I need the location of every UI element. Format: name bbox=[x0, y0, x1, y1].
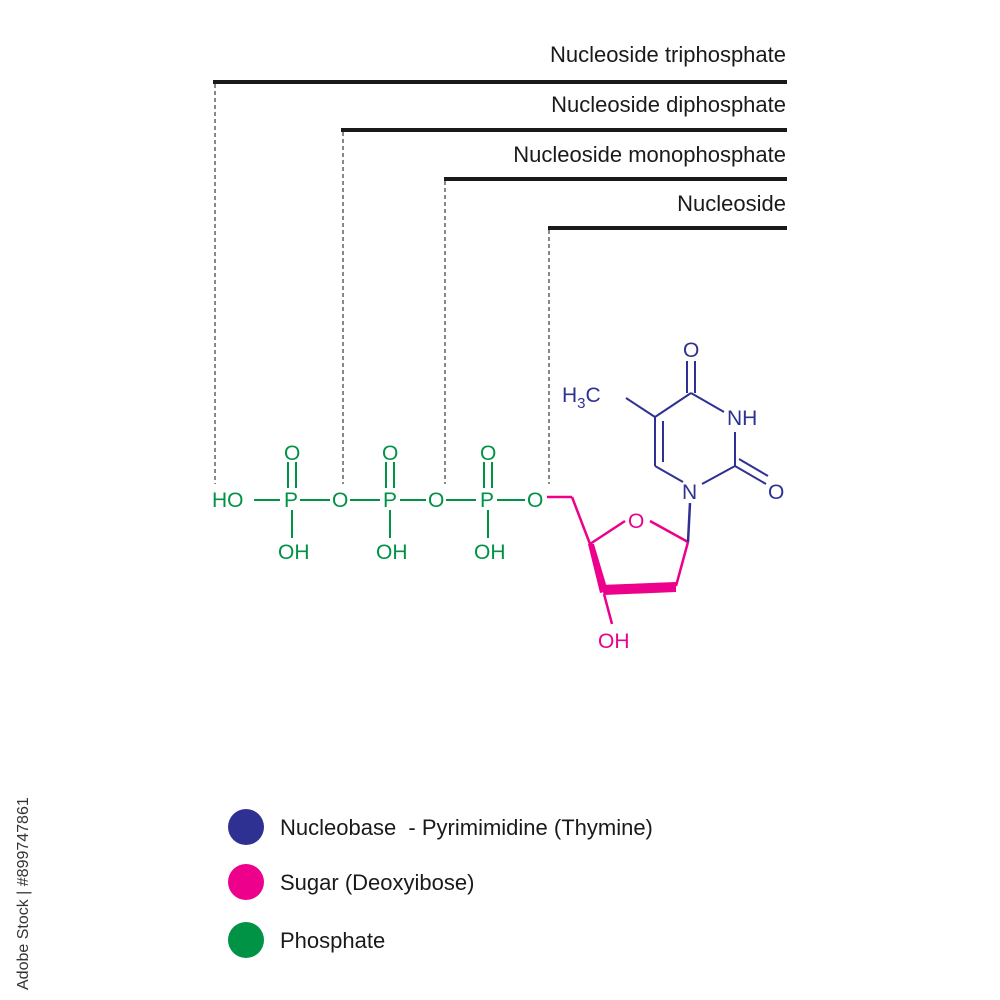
label-nucleoside-triphosphate: Nucleoside triphosphate bbox=[550, 42, 786, 67]
legend-swatch-sugar bbox=[228, 864, 264, 900]
phosphate-o-link2: O bbox=[428, 489, 444, 512]
base-nh: NH bbox=[727, 407, 757, 430]
phosphate-o-top3: O bbox=[480, 442, 496, 465]
label-nucleoside-monophosphate: Nucleoside monophosphate bbox=[513, 142, 786, 167]
nucleobase-group: N O NH O H3C bbox=[562, 339, 784, 543]
phosphate-oh3: OH bbox=[474, 541, 506, 564]
legend-label-sugar: Sugar (Deoxyibose) bbox=[280, 870, 474, 895]
methyl-c: C bbox=[586, 384, 601, 407]
legend-swatch-phosphate bbox=[228, 922, 264, 958]
sugar-bold-bond-bottom bbox=[600, 582, 676, 595]
base-methyl: H3C bbox=[562, 384, 601, 412]
phosphate-o-top2: O bbox=[382, 442, 398, 465]
phosphate-ho: HO bbox=[212, 489, 244, 512]
phosphate-o-link3: O bbox=[527, 489, 543, 512]
label-nucleoside-diphosphate: Nucleoside diphosphate bbox=[551, 92, 786, 117]
methyl-h: H bbox=[562, 384, 577, 407]
phosphate-oh1: OH bbox=[278, 541, 310, 564]
sugar-group: O OH bbox=[547, 495, 690, 653]
methyl-subscript: 3 bbox=[577, 395, 585, 412]
legend-swatch-nucleobase bbox=[228, 809, 264, 845]
phosphate-p2: P bbox=[383, 489, 397, 512]
base-n: N bbox=[682, 481, 697, 504]
phosphate-oh2: OH bbox=[376, 541, 408, 564]
sugar-oh: OH bbox=[598, 630, 630, 653]
base-o-top: O bbox=[683, 339, 699, 362]
sugar-ring-o: O bbox=[628, 510, 644, 533]
legend-label-nucleobase: Nucleobase - Pyrimimidine (Thymine) bbox=[280, 815, 653, 840]
phosphate-o-top1: O bbox=[284, 442, 300, 465]
label-nucleoside: Nucleoside bbox=[677, 191, 786, 216]
sugar-bold-bond-left bbox=[588, 544, 608, 593]
legend-label-phosphate: Phosphate bbox=[280, 928, 385, 953]
phosphate-group: HO P O P O P O O O O OH OH OH bbox=[212, 442, 543, 564]
phosphate-p3: P bbox=[480, 489, 494, 512]
legend: Nucleobase - Pyrimimidine (Thymine) Suga… bbox=[228, 809, 653, 958]
stock-credit: Adobe Stock | #899747861 bbox=[15, 797, 32, 990]
phosphate-o-link1: O bbox=[332, 489, 348, 512]
base-o-right: O bbox=[768, 481, 784, 504]
phosphate-p1: P bbox=[284, 489, 298, 512]
